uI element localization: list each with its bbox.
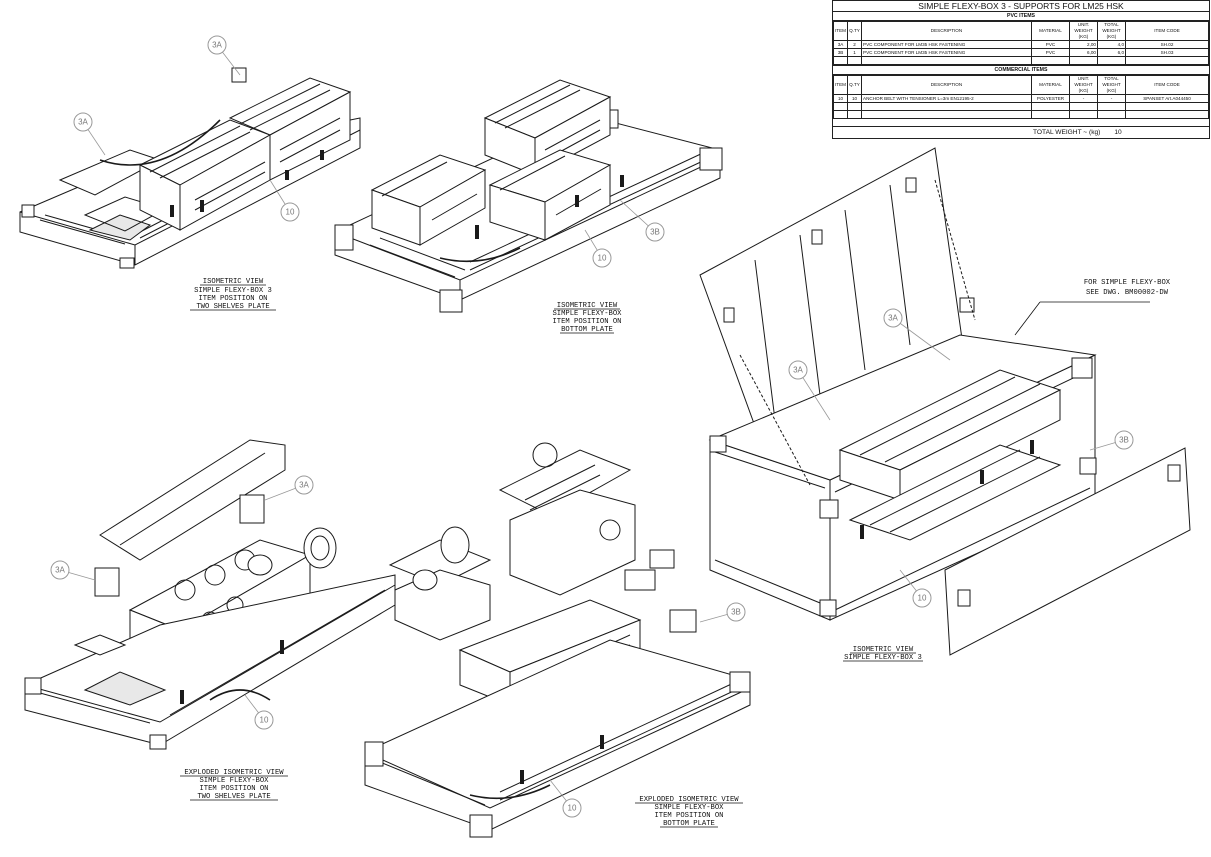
total-weight-value: 10	[1114, 129, 1122, 136]
caption-line: ITEM POSITION ON	[654, 812, 723, 820]
caption-line: SIMPLE FLEXY-BOX 3	[844, 654, 922, 662]
caption-line: EXPLODED ISOMETRIC VIEW	[184, 769, 284, 777]
total-weight-label: TOTAL WEIGHT ~ (kg)	[1033, 129, 1101, 136]
caption-line: TWO SHELVES PLATE	[197, 793, 270, 801]
rail-slots	[39, 123, 351, 245]
caption-line: TWO SHELVES PLATE	[196, 303, 269, 311]
caption-view-2: ISOMETRIC VIEW SIMPLE FLEXY-BOX ITEM POS…	[552, 302, 622, 334]
view-3-isometric-open-lid	[699, 147, 1191, 656]
caption-line: SIMPLE FLEXY-BOX	[552, 310, 622, 318]
reference-note: FOR SIMPLE FLEXY-BOX SEE DWG. BM00002-DW	[1014, 279, 1171, 336]
case-3b-inside	[848, 444, 1062, 541]
balloon-label: 10	[598, 254, 607, 263]
balloon-2: 3A	[73, 112, 93, 132]
case-open-cylinders	[388, 526, 492, 641]
table-row-empty	[833, 56, 1209, 65]
balloon-12: 10	[254, 710, 274, 730]
caption-line: ITEM POSITION ON	[199, 785, 268, 793]
view-4-exploded-two-shelves	[24, 439, 396, 750]
balloon-label: 10	[568, 804, 577, 813]
note-line-2: SEE DWG. BM00002-DW	[1086, 289, 1169, 297]
balloon-label: 10	[286, 208, 295, 217]
caption-line: SIMPLE FLEXY-BOX 3	[194, 287, 272, 295]
caption-line: ITEM POSITION ON	[198, 295, 267, 303]
pvc-items-heading: PVC ITEMS	[833, 12, 1209, 21]
balloon-11: 3A	[50, 560, 70, 580]
caption-view-1: ISOMETRIC VIEW SIMPLE FLEXY-BOX 3 ITEM P…	[190, 278, 276, 311]
balloon-6: 3A	[883, 308, 903, 328]
case-3a-left	[138, 119, 272, 231]
caption-line: BOTTOM PLATE	[663, 820, 715, 828]
balloon-label: 3A	[212, 41, 222, 50]
caption-line: SIMPLE FLEXY-BOX	[199, 777, 269, 785]
balloon-label: 3A	[78, 118, 88, 127]
table-header-row: ITEM Q.TY DESCRIPTION MATERIAL UNIT. WEI…	[833, 75, 1209, 95]
balloon-label: 3A	[793, 366, 803, 375]
balloon-label: 10	[918, 594, 927, 603]
table-spacer	[833, 119, 1209, 127]
balloon-13: 3B	[726, 602, 746, 622]
case-3a-right	[228, 77, 352, 181]
balloon-label: 3B	[1119, 436, 1129, 445]
balloon-label: 3B	[731, 608, 741, 617]
balloon-4: 3B	[645, 222, 665, 242]
balloon-8: 3B	[1114, 430, 1134, 450]
balloon-10: 3A	[294, 475, 314, 495]
balloon-14: 10	[562, 798, 582, 818]
case-open-instrument	[498, 442, 636, 596]
balloons: 3A 3A 10 3B 10 3A 3A 3B 10 3A 3A 10 3B 1…	[50, 35, 1134, 818]
balloon-label: 3A	[55, 566, 65, 575]
case-3a-bottom-left	[370, 154, 487, 246]
table-row-empty	[833, 110, 1209, 119]
title-block: SIMPLE FLEXY-BOX 3 - SUPPORTS FOR LM25 H…	[832, 0, 1210, 139]
table-row: 3A 2 PVC COMPONENT FOR LM35 HSK FASTENIN…	[833, 40, 1209, 49]
balloon-7: 3A	[788, 360, 808, 380]
caption-line: SIMPLE FLEXY-BOX	[654, 804, 724, 812]
balloon-1: 3A	[207, 35, 227, 55]
drawing-title: SIMPLE FLEXY-BOX 3 - SUPPORTS FOR LM25 H…	[833, 1, 1209, 12]
balloon-label: 3A	[888, 314, 898, 323]
balloon-label: 3A	[299, 481, 309, 490]
caption-line: ISOMETRIC VIEW	[557, 302, 618, 310]
balloon-9: 10	[912, 588, 932, 608]
case-3b-top	[483, 79, 612, 176]
commercial-items-heading: COMMERCIAL ITEMS	[833, 65, 1209, 75]
caption-view-4: EXPLODED ISOMETRIC VIEW SIMPLE FLEXY-BOX…	[180, 769, 288, 801]
case-3a-inside	[838, 369, 1062, 501]
commercial-items-table: ITEM Q.TY DESCRIPTION MATERIAL UNIT. WEI…	[833, 75, 1209, 119]
caption-view-3: ISOMETRIC VIEW SIMPLE FLEXY-BOX 3	[843, 646, 923, 662]
balloon-label: 10	[260, 716, 269, 725]
caption-line: ISOMETRIC VIEW	[853, 646, 914, 654]
pvc-items-table: ITEM Q.TY DESCRIPTION MATERIAL UNIT. WEI…	[833, 21, 1209, 65]
caption-line: ITEM POSITION ON	[552, 318, 621, 326]
note-line-1: FOR SIMPLE FLEXY-BOX	[1084, 279, 1171, 287]
caption-line: EXPLODED ISOMETRIC VIEW	[639, 796, 739, 804]
caption-line: BOTTOM PLATE	[561, 326, 613, 334]
caption-view-5: EXPLODED ISOMETRIC VIEW SIMPLE FLEXY-BOX…	[635, 796, 743, 828]
balloon-3: 10	[280, 202, 300, 222]
caption-line: ISOMETRIC VIEW	[203, 278, 264, 286]
balloon-label: 3B	[650, 228, 660, 237]
table-header-row: ITEM Q.TY DESCRIPTION MATERIAL UNIT. WEI…	[833, 21, 1209, 41]
view-5-exploded-bottom-plate	[364, 442, 751, 838]
view-2-isometric-bottom-plate	[334, 79, 723, 313]
total-weight-row: TOTAL WEIGHT ~ (kg) 10	[833, 127, 1209, 138]
view-1-isometric-two-shelves	[19, 67, 361, 269]
balloon-5: 10	[592, 248, 612, 268]
header-total-weight: TOTAL WEIGHT (KG)	[1097, 21, 1126, 41]
